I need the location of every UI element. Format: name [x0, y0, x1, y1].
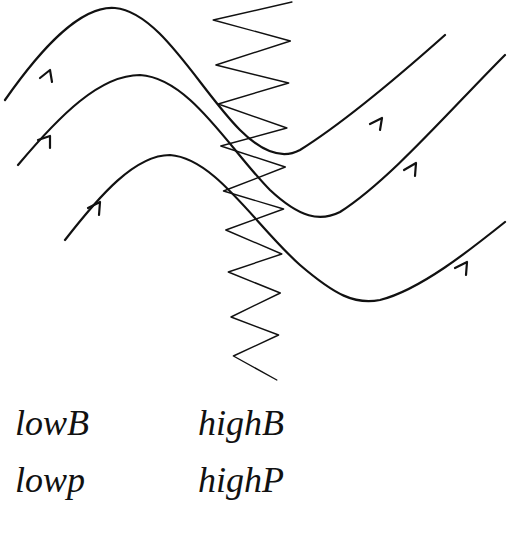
arrowhead: [38, 136, 50, 148]
region-label: highP: [198, 462, 284, 498]
region-label: lowB: [15, 405, 89, 441]
arrowhead: [40, 70, 52, 82]
region-label: highB: [198, 405, 284, 441]
field-line: [5, 8, 445, 154]
field-line: [18, 55, 505, 217]
arrowhead: [88, 202, 100, 215]
arrowhead: [455, 262, 467, 275]
field-line: [65, 155, 505, 301]
high-pressure-scribble: [213, 2, 292, 380]
arrowhead: [404, 163, 416, 176]
arrowhead: [370, 118, 382, 130]
region-label: lowp: [15, 462, 85, 498]
